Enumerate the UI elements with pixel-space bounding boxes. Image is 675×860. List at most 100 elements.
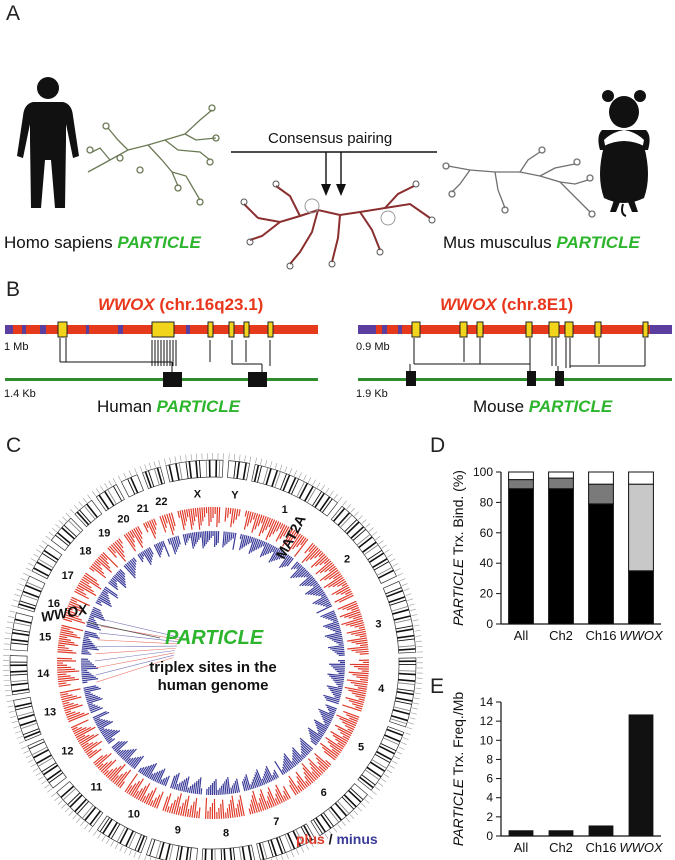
scale-tick-17-2 (30, 558, 37, 562)
triplex-plus-3-8 (341, 617, 363, 626)
triplex-minus-20-7 (148, 547, 154, 555)
chromosome-label-20: 20 (117, 513, 129, 525)
triplex-minus-3-4 (330, 617, 338, 621)
scale-tick-2-11 (381, 544, 387, 549)
triplex-minus-9-3 (194, 780, 198, 794)
cytoband-20-1 (98, 494, 110, 510)
triplex-minus-21-1 (155, 543, 162, 556)
triplex-minus-21-3 (158, 542, 164, 550)
triplex-plus-2-2 (301, 545, 317, 564)
cytoband-6-17 (315, 817, 327, 833)
triplex-plus-6-5 (307, 758, 324, 774)
triplex-minus-2-27 (322, 601, 331, 607)
scale-tick-1-7 (289, 468, 293, 475)
cytoband-4-7 (398, 678, 416, 683)
triplex-plus-7-9 (266, 796, 273, 808)
triplex-minus-10-6 (154, 770, 161, 782)
scale-tick-4-9 (412, 702, 420, 705)
triplex-plus-2-14 (328, 565, 336, 572)
triplex-minus-18-1 (109, 580, 118, 588)
triplex-minus-22-5 (177, 535, 181, 545)
triplex-plus-8-10 (220, 803, 223, 819)
scale-tick-3-1 (401, 583, 408, 587)
mouse-gene-track (358, 321, 672, 338)
triplex-plus-6-9 (301, 762, 317, 781)
triplex-minus-1-24 (278, 551, 285, 560)
triplex-plus-1-14 (268, 520, 278, 538)
triplex-minus-2-10 (299, 574, 312, 587)
wwox-link-6 (97, 639, 178, 645)
triplex-plus-8-1 (238, 799, 243, 817)
triplex-minus-6-2 (300, 743, 311, 753)
cytoband-13-2 (22, 728, 40, 736)
triplex-minus-1-28 (281, 555, 291, 568)
chromosome-ideogram-11 (56, 781, 104, 828)
scale-tick-12-2 (41, 780, 47, 785)
triplex-minus-7-4 (264, 768, 273, 782)
triplex-plus-12-13 (73, 726, 87, 735)
cytoband-7-13 (270, 839, 278, 857)
triplex-plus-12-3 (85, 740, 103, 754)
cytoband-11-12 (62, 788, 76, 801)
triplex-plus-10-12 (132, 778, 144, 797)
triplex-minus-1-23 (275, 550, 283, 561)
triplex-plus-Y-6 (238, 509, 241, 517)
cytoband-3-14 (395, 625, 413, 630)
triplex-minus-Y-5 (232, 532, 235, 539)
triplex-minus-2-24 (314, 596, 328, 605)
triplex-plus-12-4 (83, 741, 98, 752)
triplex-plus-7-2 (283, 795, 287, 801)
triplex-minus-5-11 (313, 719, 329, 729)
triplex-plus-12-16 (70, 719, 89, 729)
triplex-minus-19-2 (126, 562, 136, 574)
triplex-minus-7-13 (252, 779, 257, 789)
triplex-plus-X-10 (199, 507, 202, 526)
triplex-minus-12-5 (102, 729, 113, 737)
triplex-plus-12-15 (71, 726, 78, 731)
cytoband-11-7 (74, 798, 87, 813)
triplex-plus-18-6 (97, 556, 111, 569)
scale-tick-12-0 (47, 788, 53, 793)
triplex-plus-7-11 (259, 789, 269, 810)
triplex-plus-2-27 (345, 590, 352, 595)
panel-letter-e: E (430, 675, 444, 698)
triplex-minus-7-7 (262, 776, 268, 784)
triplex-minus-14-2 (81, 676, 96, 680)
triplex-minus-2-26 (320, 599, 330, 606)
chartE-ytick-label-3: 6 (486, 772, 493, 786)
cytoband-11-10 (67, 792, 81, 806)
scale-tick-18-6 (65, 512, 71, 518)
scale-tick-Y-4 (249, 456, 252, 463)
triplex-minus-20-1 (138, 553, 144, 560)
cytoband-2-7 (346, 521, 360, 535)
triplex-plus-5-14 (334, 738, 346, 746)
cytoband-2-12 (356, 534, 371, 546)
triplex-minus-9-14 (173, 772, 180, 790)
triplex-plus-9-11 (173, 796, 180, 815)
triplex-minus-1-20 (268, 547, 278, 563)
triplex-minus-3-13 (327, 633, 342, 639)
triplex-minus-11-3 (129, 757, 137, 766)
cytoband-14-1 (11, 688, 29, 693)
triplex-minus-17-3 (98, 596, 112, 605)
chartD-bar-Ch16-s1 (588, 483, 614, 505)
triplex-plus-2-12 (319, 562, 333, 574)
triplex-minus-5-17 (307, 727, 323, 738)
cytoband-1-25 (319, 496, 331, 512)
scale-tick-2-17 (397, 572, 403, 577)
triplex-plus-2-25 (335, 586, 350, 595)
triplex-minus-15-9 (83, 636, 89, 639)
cytoband-1-10 (279, 473, 287, 490)
scale-tick-3-11 (415, 635, 422, 637)
triplex-plus-3-23 (355, 650, 369, 653)
triplex-minus-5-3 (328, 711, 335, 715)
triplex-plus-7-6 (274, 798, 279, 805)
scale-tick-18-4 (58, 520, 64, 525)
triplex-minus-1-29 (284, 556, 293, 568)
scale-tick-4-13 (408, 722, 414, 725)
scale-tick-17-0 (25, 567, 32, 571)
triplex-minus-10-10 (147, 762, 158, 779)
triplex-plus-X-1 (179, 510, 185, 531)
cytoband-21-3 (130, 477, 139, 494)
triplex-minus-6-16 (282, 761, 291, 771)
